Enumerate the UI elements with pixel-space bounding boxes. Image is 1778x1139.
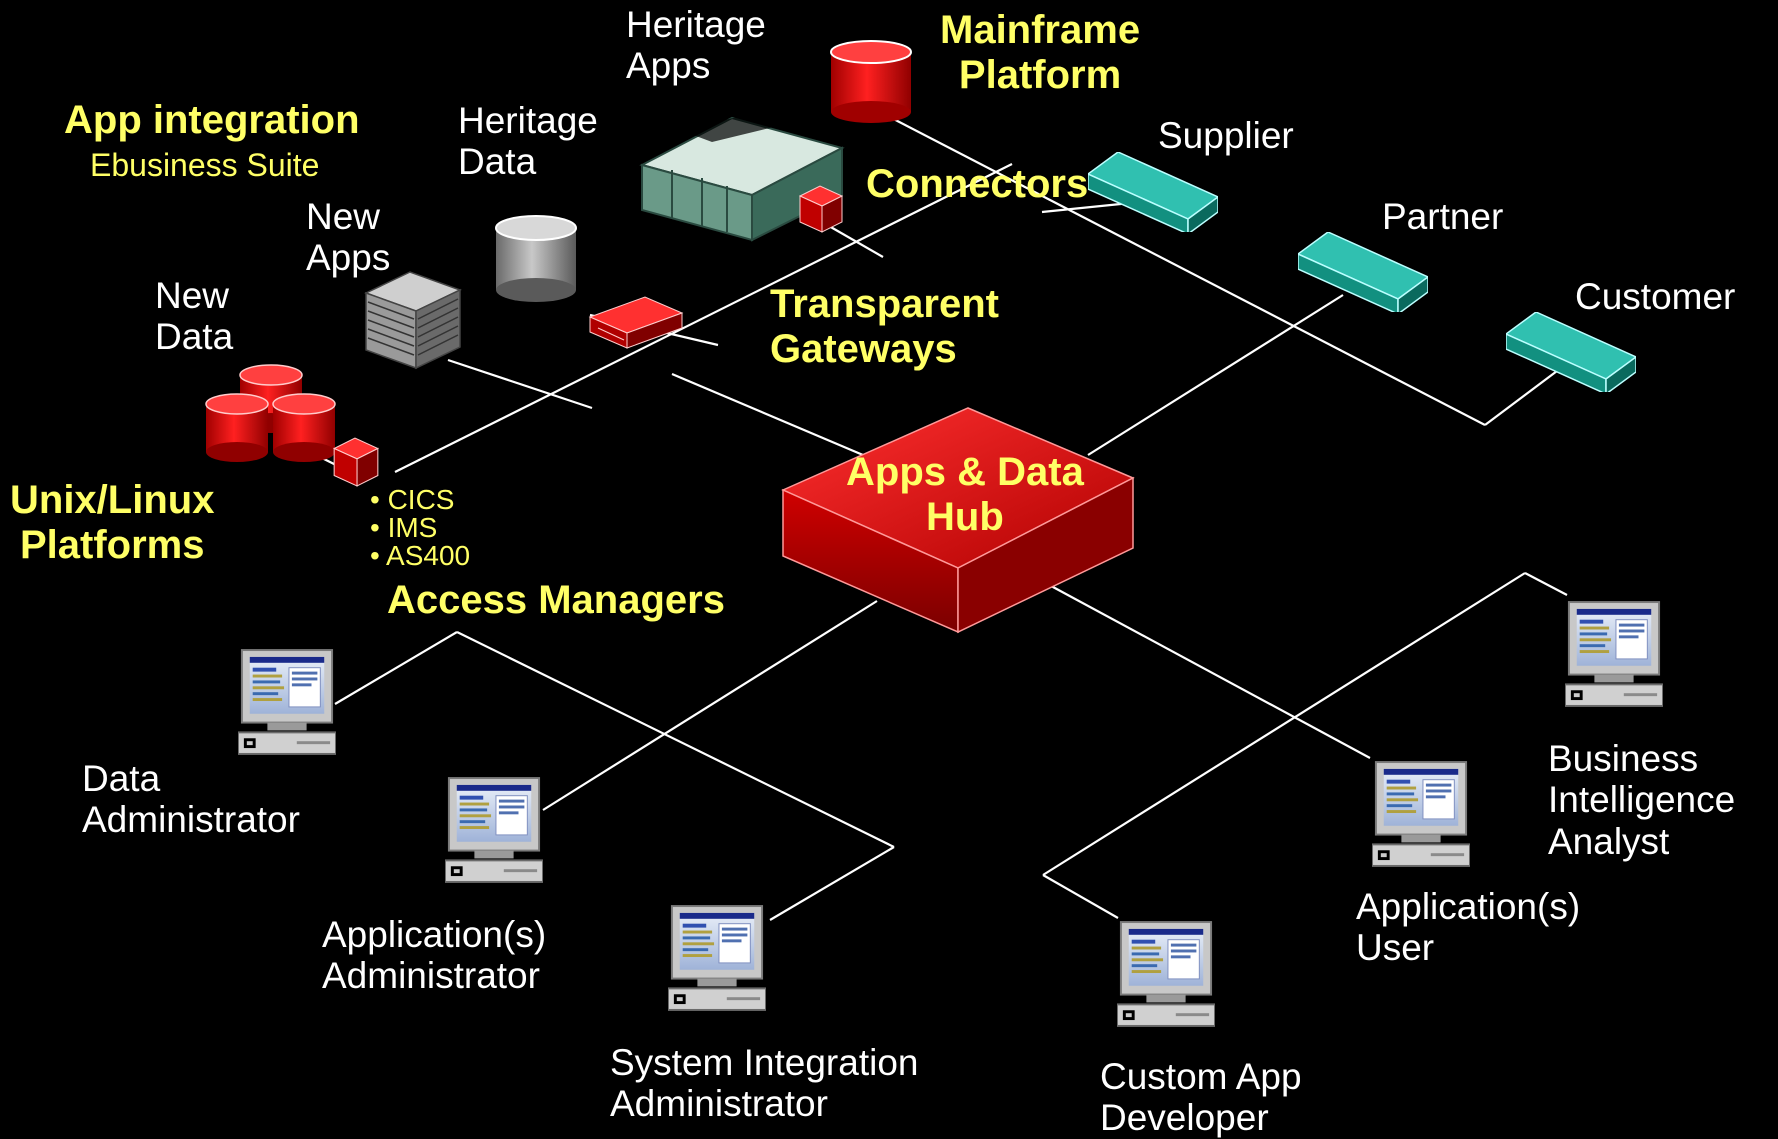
customer-gateway-icon xyxy=(1506,312,1636,392)
app-integration-label: App integration xyxy=(64,98,360,142)
server-rack-icon xyxy=(364,271,462,370)
access-manager-cube-icon xyxy=(333,437,379,487)
access-list-item: • CICS xyxy=(370,484,455,515)
heritage-data-database-icon xyxy=(495,215,577,302)
apps-data-hub-icon xyxy=(781,407,1135,634)
application-user-pc-icon xyxy=(1372,761,1470,867)
connection-lines xyxy=(319,111,1568,921)
bi-analyst-pc-icon xyxy=(1565,601,1663,707)
system-integration-pc-icon xyxy=(668,905,766,1011)
mainframe-database-icon xyxy=(830,40,912,123)
access-list-item: • IMS xyxy=(370,512,438,543)
new-data-database-icon xyxy=(205,364,336,462)
access-platform-list: • CICS • IMS • AS400 xyxy=(370,486,470,570)
transparent-gateway-icon xyxy=(588,296,684,349)
ebusiness-suite-label: Ebusiness Suite xyxy=(90,147,320,183)
mainframe-server-icon xyxy=(639,112,845,242)
app-administrator-label: Application(s)Administrator xyxy=(322,914,547,997)
connector-cube-icon xyxy=(799,185,843,233)
app-administrator-pc-icon xyxy=(445,777,543,883)
partner-label: Partner xyxy=(1382,196,1504,237)
data-administrator-pc-icon xyxy=(238,649,336,755)
connectors-label: Connectors xyxy=(866,162,1089,206)
access-list-item: • AS400 xyxy=(370,540,471,571)
application-user-label: Application(s)User xyxy=(1356,886,1581,969)
partner-gateway-icon xyxy=(1298,232,1428,312)
custom-developer-pc-icon xyxy=(1117,921,1215,1027)
supplier-gateway-icon xyxy=(1088,152,1218,232)
access-managers-label: Access Managers xyxy=(387,578,725,622)
supplier-label: Supplier xyxy=(1158,115,1294,156)
customer-label: Customer xyxy=(1575,276,1736,317)
